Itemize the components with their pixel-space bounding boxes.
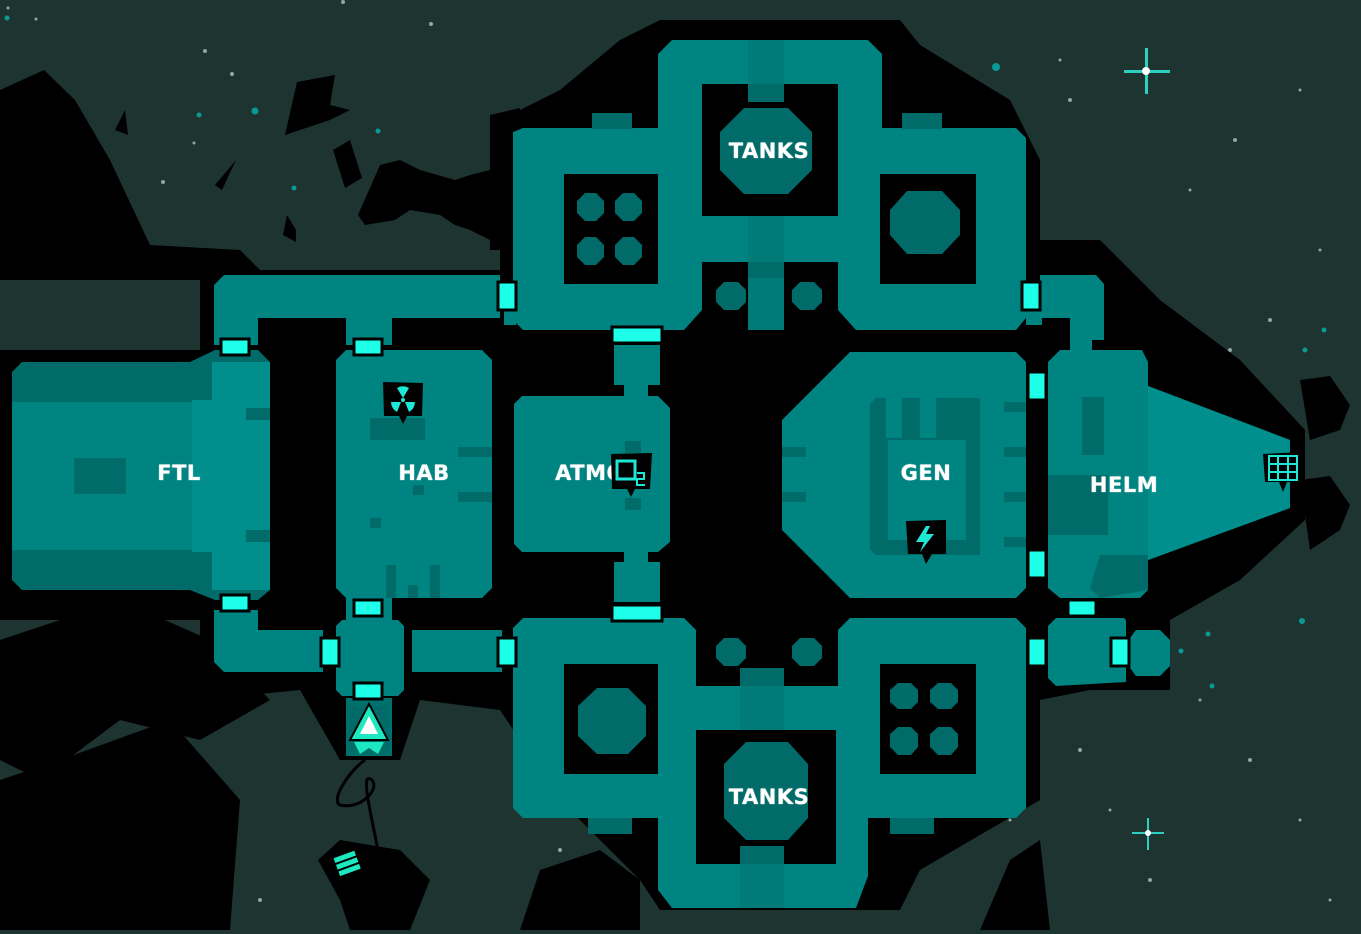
oxygen-o2-icon[interactable] bbox=[609, 453, 653, 499]
room-helm-shape bbox=[1040, 275, 1290, 686]
room-label-tanks-top[interactable]: TANKS bbox=[728, 139, 810, 163]
pod-icon bbox=[332, 848, 362, 878]
room-gen-shape bbox=[782, 352, 1026, 598]
radiation-icon[interactable] bbox=[381, 380, 425, 426]
star-flare bbox=[1124, 48, 1170, 850]
grid-icon[interactable] bbox=[1263, 452, 1303, 496]
triangle-crew-icon[interactable] bbox=[344, 700, 394, 758]
room-label-tanks-bottom[interactable]: TANKS bbox=[728, 785, 810, 809]
room-label-ftl[interactable]: FTL bbox=[157, 461, 201, 485]
corridor-bottom-left bbox=[214, 610, 502, 672]
corridor-top-left bbox=[214, 275, 500, 345]
tanks-bottom-complex bbox=[513, 618, 1026, 908]
room-label-helm[interactable]: HELM bbox=[1089, 473, 1159, 497]
tanks-top-complex bbox=[513, 40, 1026, 330]
lightning-icon[interactable] bbox=[904, 520, 948, 566]
room-ftl-shape bbox=[12, 350, 270, 600]
room-hab-shape bbox=[336, 350, 492, 598]
room-label-hab[interactable]: HAB bbox=[398, 461, 450, 485]
doors bbox=[219, 280, 1131, 701]
room-atmo-shape bbox=[514, 345, 670, 602]
room-label-gen[interactable]: GEN bbox=[900, 461, 952, 485]
pod-tether bbox=[335, 758, 380, 851]
